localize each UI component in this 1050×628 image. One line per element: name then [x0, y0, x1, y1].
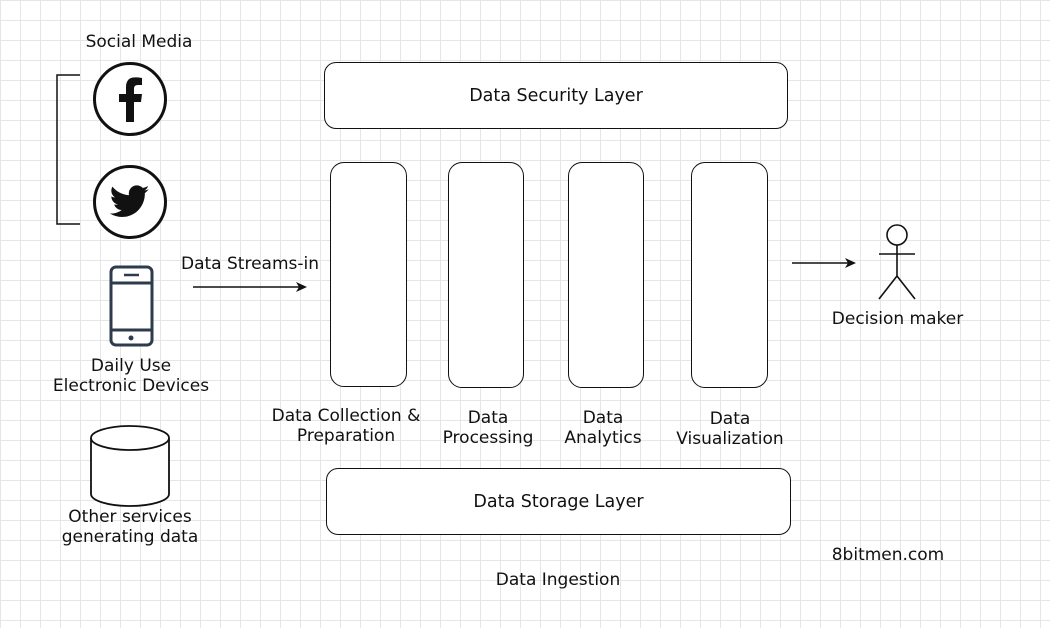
column-label-collection: Data Collection & Preparation — [266, 406, 426, 446]
column-label-processing: Data Processing — [436, 408, 540, 448]
devices-label-line2: Electronic Devices — [52, 376, 210, 396]
devices-label: Daily Use Electronic Devices — [50, 356, 212, 396]
column-visualization — [691, 162, 768, 388]
security-layer-label: Data Security Layer — [469, 85, 643, 106]
facebook-icon — [93, 62, 167, 136]
streams-arrow-head — [296, 282, 307, 292]
column-label-processing-line1: Data — [467, 408, 509, 428]
twitter-icon — [93, 165, 167, 239]
storage-layer: Data Storage Layer — [326, 468, 791, 535]
social-bracket — [56, 74, 80, 225]
column-label-analytics-line2: Analytics — [564, 428, 642, 448]
column-label-collection-line1: Data Collection & — [271, 406, 421, 426]
column-label-processing-line2: Processing — [442, 428, 534, 448]
decision-maker-label: Decision maker — [831, 309, 964, 329]
streams-label: Data Streams-in — [181, 254, 319, 274]
column-label-visualization-line2: Visualization — [676, 429, 784, 449]
column-analytics — [568, 162, 644, 388]
column-label-visualization: Data Visualization — [670, 409, 790, 449]
social-media-label: Social Media — [85, 32, 193, 52]
other-services-line1: Other services — [68, 507, 192, 527]
column-processing — [448, 162, 524, 388]
column-label-analytics: Data Analytics — [555, 408, 651, 448]
security-layer: Data Security Layer — [324, 62, 788, 129]
other-services-line2: generating data — [61, 527, 199, 547]
column-label-collection-line2: Preparation — [296, 426, 396, 446]
diagram-caption: Data Ingestion — [495, 570, 621, 590]
devices-label-line1: Daily Use — [90, 356, 172, 376]
column-collection — [330, 162, 407, 387]
storage-layer-label: Data Storage Layer — [473, 491, 644, 512]
column-label-analytics-line1: Data — [582, 408, 624, 428]
output-arrow-head — [845, 258, 856, 268]
column-label-visualization-line1: Data — [709, 409, 751, 429]
other-services-label: Other services generating data — [55, 507, 205, 547]
watermark: 8bitmen.com — [831, 545, 945, 565]
